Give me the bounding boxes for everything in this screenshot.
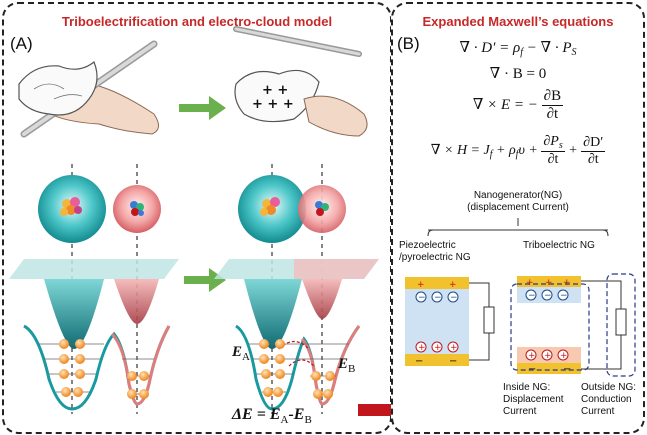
svg-text:+: +: [545, 278, 553, 288]
charged-cloth-right: + + + + +: [233, 26, 368, 137]
svg-text:+: +: [418, 343, 426, 353]
svg-text:+: +: [450, 343, 458, 353]
tribo-device: + + + − − − + + + − −: [510, 273, 636, 377]
potential-plane-left: [9, 259, 179, 279]
svg-text:−: −: [528, 291, 536, 301]
nucleus-right: [130, 201, 144, 216]
nucleus-left: [60, 197, 82, 216]
svg-text:+: +: [528, 351, 536, 361]
energy-label-a: EA: [232, 344, 250, 363]
svg-text:+: +: [434, 343, 442, 353]
svg-text:−: −: [560, 291, 568, 301]
panel-a-letter: (A): [10, 34, 33, 53]
svg-text:−: −: [450, 293, 458, 303]
green-arrow-middle: [184, 268, 226, 292]
delta-energy-equation: ΔE = EA-EB: [232, 406, 312, 427]
svg-text:+ +: + +: [262, 83, 288, 98]
maxwell-eq-2: ∇ · B = 0: [489, 66, 547, 82]
ng-title: Nanogenerator(NG) (displacement Current): [467, 190, 569, 213]
svg-text:−: −: [449, 356, 457, 367]
energy-label-b: EB: [338, 356, 356, 375]
svg-text:+: +: [563, 278, 571, 288]
potential-well-left: [23, 324, 171, 411]
piezo-device: + + − − − + + + − −: [405, 277, 495, 367]
tribo-label: Triboelectric NG: [523, 240, 595, 251]
svg-text:−: −: [415, 356, 423, 367]
panel-b-title: Expanded Maxwell’s equations: [422, 14, 614, 29]
svg-text:−: −: [544, 291, 552, 301]
svg-text:+: +: [417, 280, 425, 290]
svg-text:−: −: [418, 293, 426, 303]
panel-a-illustration: + + + + +: [9, 26, 379, 414]
svg-text:−: −: [563, 364, 571, 375]
green-arrow-top: [179, 96, 226, 120]
panel-a-title: Triboelectrification and electro-cloud m…: [61, 14, 333, 29]
svg-text:+: +: [526, 278, 534, 288]
maxwell-eq-3: ∇ × E = − ∂B∂t: [472, 88, 564, 122]
maxwell-eq-4: ∇ × H = Jf + ρfυ + ∂Ps∂t + ∂D′∂t: [430, 134, 606, 167]
piezo-label: Piezoelectric /pyroelectric NG: [399, 240, 471, 263]
ng-diagram: + + − − − + + + − − + + +: [405, 218, 636, 377]
potential-well-right: [235, 324, 361, 411]
svg-text:+: +: [544, 351, 552, 361]
maxwell-eq-1: ∇ · D′ = ρf − ∇ · PS: [459, 40, 577, 58]
svg-text:+: +: [449, 280, 457, 290]
svg-text:+: +: [560, 351, 568, 361]
panel-b-maxwell: Expanded Maxwell’s equations (B) ∇ · D′ …: [391, 2, 645, 434]
inside-ng-label: Inside NG: Displacement Current: [503, 382, 564, 417]
svg-text:−: −: [434, 293, 442, 303]
panel-a-triboelectrification: Triboelectrification and electro-cloud m…: [2, 2, 392, 434]
rubbing-hand-left: [18, 40, 159, 138]
panel-b-letter: (B): [397, 34, 420, 53]
svg-text:+ + +: + + +: [252, 97, 294, 112]
outside-ng-label: Outside NG: Conduction Current: [581, 382, 637, 417]
